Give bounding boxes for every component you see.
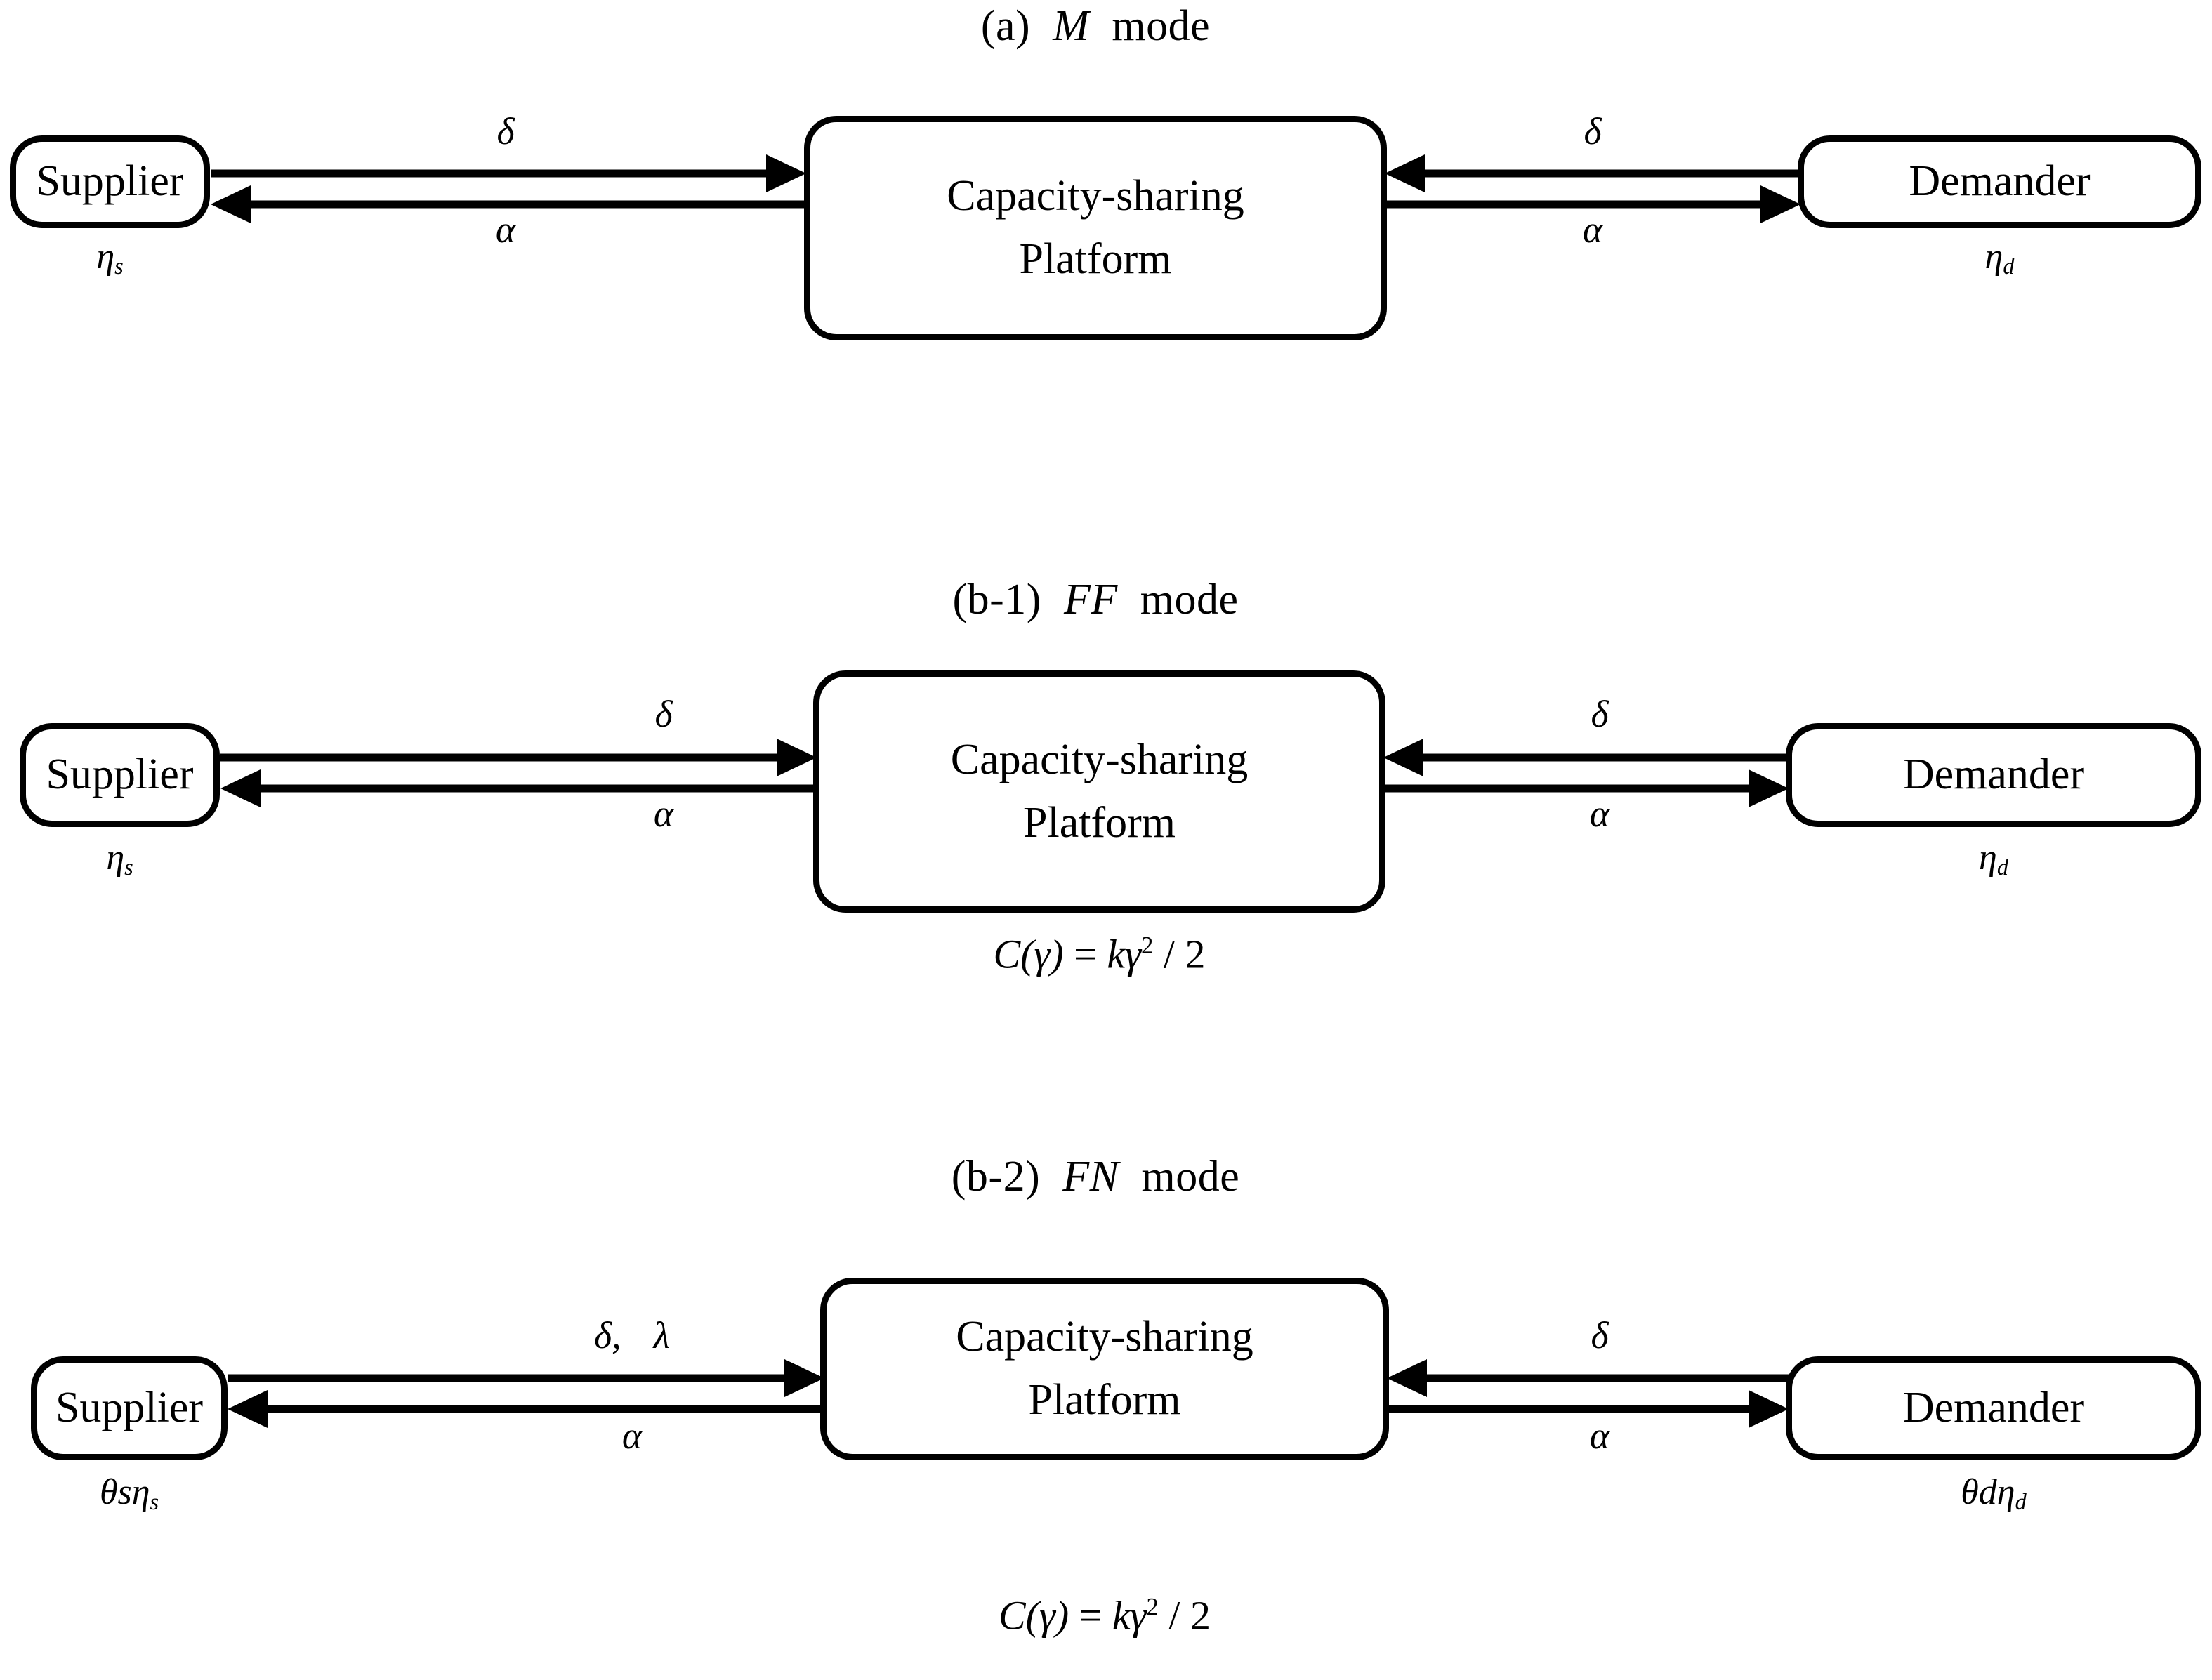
panel-b1-title-prefix: (b-1) <box>952 576 1041 623</box>
panel-b1-formula-rhs-exp: 2 <box>1140 932 1154 959</box>
panel-b2-left-delta-lambda-label: δ, λ <box>492 1316 772 1354</box>
panel-b1-left-alpha-text: α <box>653 793 674 835</box>
panel-b1-demander-label: Demander <box>1902 750 2085 799</box>
panel-b2-supplier-theta-eta-sub: s <box>150 1488 159 1514</box>
panel-a-demander-label: Demander <box>1909 157 2091 206</box>
panel-a-supplier-box[interactable]: Supplier <box>10 135 210 228</box>
panel-a-left-delta-text: δ <box>496 110 515 152</box>
panel-b1-right-alpha-text: α <box>1589 793 1610 835</box>
panel-b1-cost-formula: C(γ) = kγ2 / 2 <box>813 931 1385 977</box>
panel-b1-demander-eta-base: η <box>1979 838 1997 878</box>
panel-a-platform-line2: Platform <box>1019 235 1172 283</box>
panel-b2-platform-line2: Platform <box>1028 1376 1181 1424</box>
panel-b1-right-delta-text: δ <box>1591 693 1609 735</box>
panel-a-left-arrow-pair <box>211 154 806 223</box>
panel-a-demander-eta-base: η <box>1984 237 2003 277</box>
panel-b1-platform-label: Capacity-sharing Platform <box>951 729 1249 855</box>
panel-b2-formula-eq: = <box>1079 1592 1102 1639</box>
panel-b2-title-mode: FN <box>1062 1153 1119 1201</box>
panel-b2-formula-rhs-tail: / 2 <box>1168 1592 1211 1639</box>
panel-b1-demander-eta-sub: d <box>1996 854 2008 880</box>
panel-b1-left-delta-label: δ <box>593 695 734 733</box>
panel-b2-supplier-box[interactable]: Supplier <box>31 1356 228 1460</box>
panel-b2-left-lambda-text: λ <box>653 1314 670 1356</box>
panel-b1-demander-eta: ηd <box>1786 838 2201 878</box>
panel-b1-platform-box[interactable]: Capacity-sharing Platform <box>813 670 1385 913</box>
panel-b2-demander-theta-eta: θdηd <box>1786 1472 2201 1514</box>
panel-b2-demander-label: Demander <box>1902 1384 2085 1432</box>
panel-b2-left-arrow-pair <box>228 1359 824 1428</box>
panel-b1-formula-rhs-base: kγ <box>1107 931 1141 977</box>
panel-b1-formula-lhs: C(γ) <box>993 931 1064 977</box>
panel-b2-left-alpha-text: α <box>621 1415 643 1457</box>
panel-b2-demander-box[interactable]: Demander <box>1786 1356 2201 1460</box>
panel-a-title: (a) M mode <box>808 4 1383 48</box>
panel-a-demander-box[interactable]: Demander <box>1798 135 2201 228</box>
panel-b1-left-alpha-label: α <box>593 795 734 833</box>
panel-a-right-alpha-label: α <box>1522 211 1663 249</box>
panel-b1-right-delta-label: δ <box>1529 695 1670 733</box>
panel-a-supplier-eta: ηs <box>10 237 210 277</box>
panel-a-supplier-eta-base: η <box>96 237 115 277</box>
panel-b1-supplier-eta-sub: s <box>124 854 133 880</box>
panel-a-demander-eta: ηd <box>1798 237 2201 277</box>
panel-a-right-delta-label: δ <box>1522 112 1663 150</box>
panel-b2-right-delta-text: δ <box>1591 1314 1609 1356</box>
panel-b2-platform-box[interactable]: Capacity-sharing Platform <box>820 1278 1389 1460</box>
panel-b1-formula-rhs-tail: / 2 <box>1163 931 1206 977</box>
panel-a-right-delta-text: δ <box>1584 110 1602 152</box>
panel-a-supplier-eta-sub: s <box>114 253 124 279</box>
panel-b2-title: (b-2) FN mode <box>808 1155 1383 1198</box>
panel-b2-platform-label: Capacity-sharing Platform <box>956 1306 1253 1432</box>
panel-b2-supplier-label: Supplier <box>55 1384 204 1432</box>
panel-a-platform-line1: Capacity-sharing <box>947 172 1244 220</box>
panel-b1-left-arrow-pair <box>220 739 817 807</box>
panel-b1-title: (b-1) FF mode <box>808 578 1383 621</box>
panel-a-title-prefix: (a) <box>980 2 1031 50</box>
panel-b2-formula-lhs: C(γ) <box>998 1592 1069 1639</box>
panel-b2-right-arrow-pair <box>1387 1359 1789 1428</box>
panel-b1-title-mode: FF <box>1063 576 1118 623</box>
panel-b1-formula-eq: = <box>1074 931 1097 977</box>
panel-b2-right-alpha-text: α <box>1589 1415 1610 1457</box>
panel-a-left-delta-label: δ <box>435 112 576 150</box>
panel-b1-right-arrow-pair <box>1383 739 1789 807</box>
panel-b2-left-alpha-label: α <box>562 1417 702 1455</box>
panel-a-right-arrow-pair <box>1385 154 1800 223</box>
panel-b1-supplier-box[interactable]: Supplier <box>20 723 220 827</box>
panel-b2-title-suffix: mode <box>1141 1153 1240 1201</box>
panel-a-platform-box[interactable]: Capacity-sharing Platform <box>804 116 1387 340</box>
panel-b2-formula-rhs-exp: 2 <box>1146 1593 1159 1620</box>
panel-b2-platform-line1: Capacity-sharing <box>956 1313 1253 1361</box>
panel-a-left-alpha-label: α <box>435 211 576 249</box>
panel-b2-demander-theta-eta-sub: d <box>2015 1488 2027 1514</box>
panel-b1-demander-box[interactable]: Demander <box>1786 723 2201 827</box>
panel-b2-demander-theta-eta-base: θdη <box>1961 1472 2015 1512</box>
panel-b1-left-delta-text: δ <box>654 693 673 735</box>
panel-b1-platform-line2: Platform <box>1023 798 1176 847</box>
panel-b2-supplier-theta-eta: θsηs <box>31 1472 228 1514</box>
panel-a-platform-label: Capacity-sharing Platform <box>947 165 1244 291</box>
panel-b2-supplier-theta-eta-base: θsη <box>99 1472 150 1512</box>
panel-b1-platform-line1: Capacity-sharing <box>950 735 1249 783</box>
panel-a-title-mode: M <box>1053 2 1090 50</box>
panel-b1-title-suffix: mode <box>1140 576 1239 623</box>
panel-b1-right-alpha-label: α <box>1529 795 1670 833</box>
panel-b2-right-alpha-label: α <box>1529 1417 1670 1455</box>
panel-b1-supplier-eta: ηs <box>20 838 220 878</box>
panel-a-right-alpha-text: α <box>1582 209 1603 251</box>
panel-b2-left-delta-text: δ, <box>594 1314 621 1356</box>
panel-a-title-suffix: mode <box>1112 2 1211 50</box>
panel-a-demander-eta-sub: d <box>2003 253 2015 279</box>
panel-b2-formula-rhs-base: kγ <box>1112 1592 1147 1639</box>
panel-b2-title-prefix: (b-2) <box>951 1153 1041 1201</box>
panel-a-supplier-label: Supplier <box>36 157 184 206</box>
panel-b1-supplier-eta-base: η <box>106 838 125 878</box>
panel-a-left-alpha-text: α <box>495 209 516 251</box>
panel-b1-supplier-label: Supplier <box>46 750 194 799</box>
panel-b2-right-delta-label: δ <box>1529 1316 1670 1354</box>
panel-b2-cost-formula: C(γ) = kγ2 / 2 <box>820 1592 1389 1639</box>
